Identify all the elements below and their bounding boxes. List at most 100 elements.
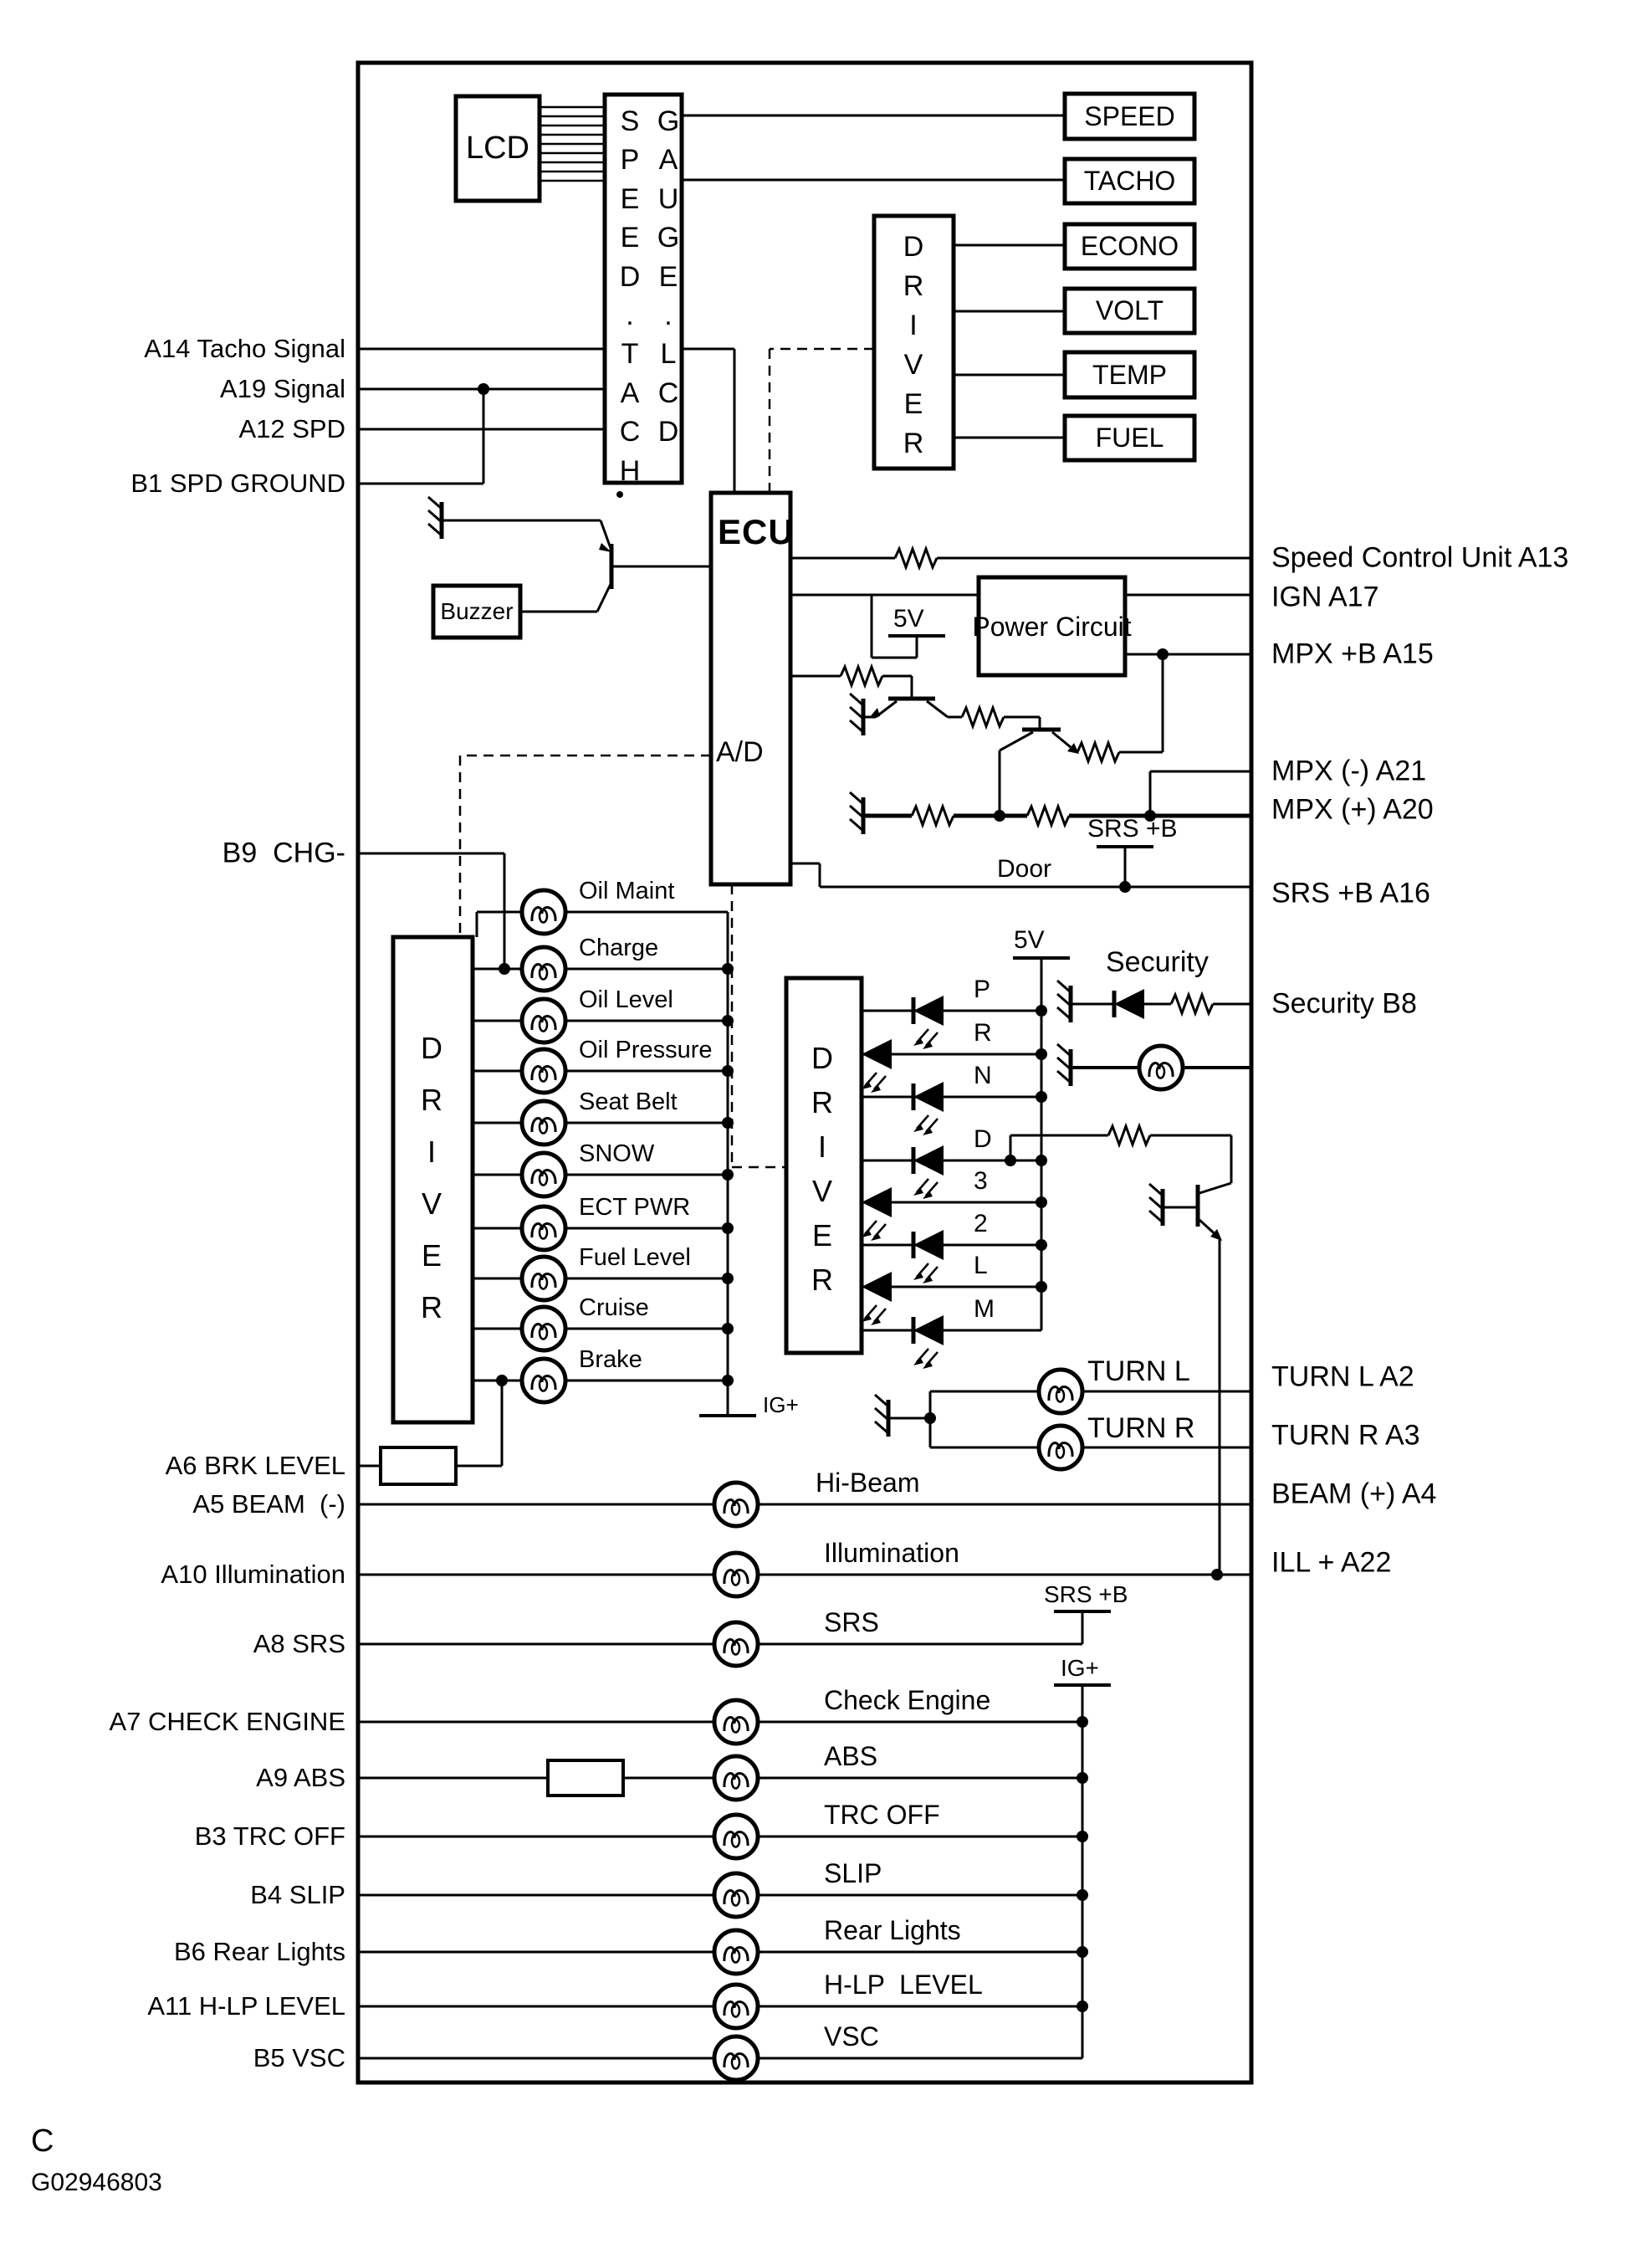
indicator-lamps xyxy=(522,890,565,1402)
gear-leds xyxy=(862,996,944,1369)
gear-2: 2 xyxy=(974,1210,988,1237)
terminal-a7-check-engine: A7 CHECK ENGINE xyxy=(109,1707,345,1736)
lcd-label: LCD xyxy=(465,131,530,166)
right-power-wiring xyxy=(790,556,1251,889)
gear-l: L xyxy=(974,1252,988,1279)
lower-rows-wiring xyxy=(358,1464,1251,2060)
row-illumination: Illumination xyxy=(824,1538,959,1568)
power-circuit-label: Power Circuit xyxy=(972,611,1132,642)
gauge-tacho: TACHO xyxy=(1083,166,1176,196)
terminal-speed-control-a13: Speed Control Unit A13 xyxy=(1271,541,1569,574)
gear-rows-wiring xyxy=(862,958,1233,1575)
outer-border xyxy=(355,60,1254,2085)
terminal-b5-vsc: B5 VSC xyxy=(253,2043,345,2072)
indicator-driver-box xyxy=(391,935,475,1425)
row-rear-lights: Rear Lights xyxy=(824,1915,961,1945)
terminal-mpx-minus-a21: MPX (-) A21 xyxy=(1271,755,1427,787)
indicator-oil-pressure: Oil Pressure xyxy=(579,1037,713,1063)
row-slip: SLIP xyxy=(824,1858,882,1888)
terminal-ill-a22: ILL + A22 xyxy=(1271,1546,1392,1579)
terminal-b9-chg: B9 CHG- xyxy=(222,837,345,869)
gear-p: P xyxy=(974,976,991,1003)
gear-3: 3 xyxy=(974,1167,988,1195)
indicator-seat-belt: Seat Belt xyxy=(579,1089,678,1115)
terminal-turn-l-a2: TURN L A2 xyxy=(1271,1360,1414,1393)
gear-n: N xyxy=(974,1062,992,1089)
terminal-b1-spd-ground: B1 SPD GROUND xyxy=(130,469,345,498)
terminal-turn-r-a3: TURN R A3 xyxy=(1271,1419,1420,1452)
indicator-ect-pwr: ECT PWR xyxy=(579,1194,691,1221)
row-trc-off: TRC OFF xyxy=(824,1800,940,1830)
indicator-snow: SNOW xyxy=(579,1140,655,1167)
tap-srs-b-row: SRS +B xyxy=(1044,1581,1128,1607)
indicator-charge: Charge xyxy=(579,935,659,961)
terminal-mpx-b-a15: MPX +B A15 xyxy=(1271,638,1434,670)
terminal-a9-abs: A9 ABS xyxy=(256,1763,345,1792)
tap-5v-power: 5V xyxy=(893,605,924,633)
indicator-oil-level: Oil Level xyxy=(579,986,673,1013)
buzzer-transistor-circuit xyxy=(442,519,711,613)
gauge-temp: TEMP xyxy=(1092,359,1167,390)
gear-r: R xyxy=(974,1019,992,1047)
tap-ig-rows: IG+ xyxy=(1061,1655,1099,1681)
indicator-rows-wiring xyxy=(473,910,729,1466)
abs-component xyxy=(546,1759,625,1797)
indicator-cruise: Cruise xyxy=(579,1294,649,1321)
tap-srs-b-door: SRS +B xyxy=(1087,815,1178,843)
terminal-beam-plus-a4: BEAM (+) A4 xyxy=(1271,1478,1437,1510)
terminal-b4-slip: B4 SLIP xyxy=(250,1880,345,1909)
gear-d: D xyxy=(974,1125,992,1153)
row-hlp-level: H-LP LEVEL xyxy=(824,1970,983,2000)
terminal-srs-b-a16: SRS +B A16 xyxy=(1271,877,1430,909)
speed-tach-gauge-lcd-box xyxy=(602,92,684,485)
lower-lamps xyxy=(714,1483,758,2080)
indicator-oil-maint: Oil Maint xyxy=(579,878,675,904)
label-security: Security xyxy=(1106,946,1209,978)
stray-period-dot xyxy=(616,491,623,498)
terminal-b3-trc-off: B3 TRC OFF xyxy=(194,1821,345,1851)
ecu-ad-label: A/D xyxy=(716,736,764,768)
lcd-box xyxy=(453,94,542,203)
gauge-boxes xyxy=(1062,91,1197,463)
terminal-ign-a17: IGN A17 xyxy=(1271,581,1379,613)
gauge-speed: SPEED xyxy=(1084,100,1175,131)
label-door: Door xyxy=(997,855,1052,883)
gear-m: M xyxy=(974,1295,995,1323)
terminal-security-b8: Security B8 xyxy=(1271,987,1417,1020)
terminal-a8-srs: A8 SRS xyxy=(253,1629,345,1658)
terminal-a19-signal: A19 Signal xyxy=(220,374,345,403)
terminal-a6-brk-level: A6 BRK LEVEL xyxy=(165,1451,345,1480)
label-turn-r: TURN R xyxy=(1087,1412,1195,1444)
terminal-a10-illumination: A10 Illumination xyxy=(161,1560,345,1589)
power-circuit-box xyxy=(976,575,1128,678)
terminal-a14-tacho-signal: A14 Tacho Signal xyxy=(144,334,345,363)
ecu-box xyxy=(708,490,793,887)
gauge-driver-box xyxy=(872,213,956,471)
terminal-a11-hlp-level: A11 H-LP LEVEL xyxy=(147,1991,345,2021)
gear-driver-box xyxy=(784,976,864,1355)
row-srs: SRS xyxy=(824,1607,879,1637)
row-hi-beam: Hi-Beam xyxy=(816,1468,920,1498)
terminal-mpx-plus-a20: MPX (+) A20 xyxy=(1271,793,1434,826)
tap-ig-indicators: IG+ xyxy=(763,1392,799,1417)
terminal-a12-spd: A12 SPD xyxy=(238,414,345,443)
row-vsc: VSC xyxy=(824,2021,879,2052)
ecu-label: ECU xyxy=(718,512,795,551)
footer-section-letter: C xyxy=(31,2123,54,2159)
gauge-fuel: FUEL xyxy=(1095,423,1164,453)
gauge-volt: VOLT xyxy=(1095,295,1164,325)
brk-level-component xyxy=(379,1446,458,1486)
tap-5v-gear: 5V xyxy=(1014,926,1045,954)
terminal-b6-rear-lights: B6 Rear Lights xyxy=(173,1937,345,1966)
footer-figure-code: G02946803 xyxy=(31,2169,162,2196)
row-abs: ABS xyxy=(824,1741,878,1771)
indicator-brake: Brake xyxy=(579,1346,642,1373)
indicator-fuel-level: Fuel Level xyxy=(579,1244,691,1271)
row-check-engine: Check Engine xyxy=(824,1685,991,1715)
terminal-a5-beam-minus: A5 BEAM (-) xyxy=(192,1489,345,1519)
